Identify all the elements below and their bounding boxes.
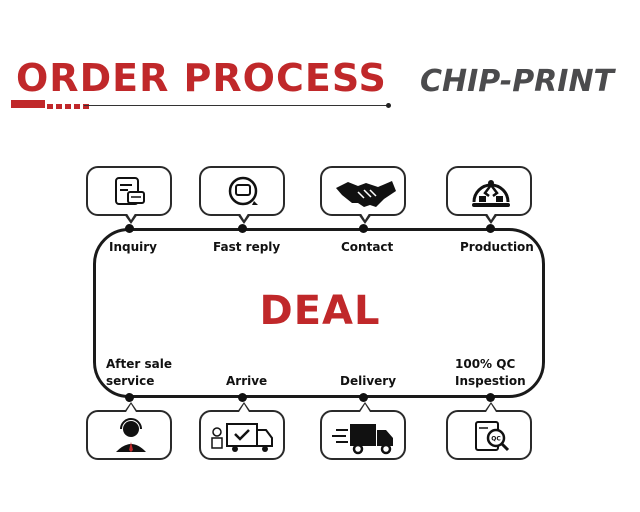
node-dot-arrive xyxy=(238,393,247,402)
node-dot-production xyxy=(486,224,495,233)
step-bubble-production xyxy=(446,166,532,224)
step-bubble-after-sale xyxy=(86,402,172,460)
svg-text:QC: QC xyxy=(491,436,501,443)
step-label-fast-reply: Fast reply xyxy=(213,240,281,254)
title-rule-dot xyxy=(386,103,391,108)
node-dot-after-sale xyxy=(125,393,134,402)
step-label-arrive: Arrive xyxy=(226,374,268,388)
step-bubble-arrive xyxy=(199,402,285,460)
title-rule xyxy=(84,105,388,106)
center-deal-label: DEAL xyxy=(259,288,381,334)
step-label-inquiry: Inquiry xyxy=(109,240,157,254)
step-label-after-sale: After sale service xyxy=(106,356,172,390)
step-label-qc: 100% QC Inspestion xyxy=(455,356,526,390)
node-dot-delivery xyxy=(359,393,368,402)
title-underline-dashes xyxy=(47,104,89,109)
title-underline-bar xyxy=(11,100,45,108)
chat-document-icon xyxy=(115,177,145,205)
step-label-contact: Contact xyxy=(341,240,394,254)
step-label-after-sale-line1: After sale xyxy=(106,357,172,371)
qc-inspection-icon: QC xyxy=(475,421,510,452)
step-label-after-sale-line2: service xyxy=(106,374,155,388)
node-dot-fast-reply xyxy=(238,224,247,233)
fast-truck-icon xyxy=(332,424,393,455)
step-bubble-contact xyxy=(320,166,406,224)
brand-logo: CHIP-PRINT xyxy=(420,64,615,99)
step-label-production: Production xyxy=(460,240,534,254)
process-loop xyxy=(93,228,545,398)
factory-robot-icon xyxy=(472,180,510,207)
delivery-received-icon xyxy=(211,423,273,452)
node-dot-inquiry xyxy=(125,224,134,233)
handshake-icon xyxy=(336,181,396,207)
step-bubble-qc: QC xyxy=(446,402,532,460)
headset-agent-icon xyxy=(116,418,146,452)
node-dot-qc xyxy=(486,393,495,402)
step-label-qc-line1: 100% QC xyxy=(455,357,516,371)
reply-message-icon xyxy=(228,176,258,206)
step-bubble-inquiry xyxy=(86,166,172,224)
step-label-qc-line2: Inspestion xyxy=(455,374,526,388)
step-label-delivery: Delivery xyxy=(340,374,397,388)
step-bubble-fast-reply xyxy=(199,166,285,224)
node-dot-contact xyxy=(359,224,368,233)
step-bubble-delivery xyxy=(320,402,406,460)
page-title: ORDER PROCESS xyxy=(16,56,387,100)
